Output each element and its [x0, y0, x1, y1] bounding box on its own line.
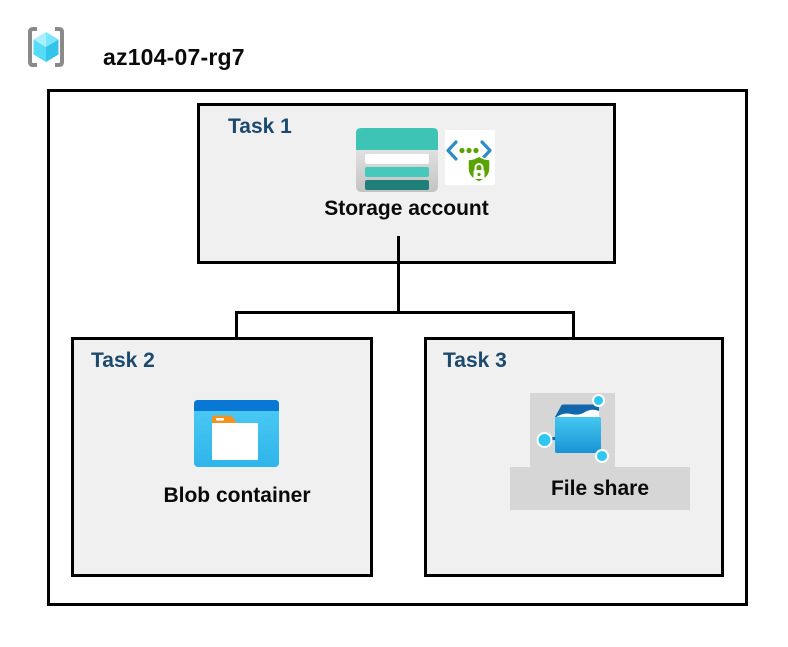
task-3-label: Task 3: [443, 349, 507, 372]
connector-trunk-from-storage: [397, 236, 400, 314]
task-2-label: Task 2: [91, 349, 155, 372]
storage-account-label: Storage account: [324, 197, 489, 220]
task-3-box: Task 3: [424, 337, 724, 577]
blob-container-label: Blob container: [163, 484, 311, 507]
blob-container-icon: [194, 400, 279, 467]
file-share-label-highlight: File share: [510, 467, 690, 510]
resource-group-icon: [28, 27, 64, 67]
task-1-label: Task 1: [228, 115, 292, 138]
file-share-icon: [536, 394, 609, 463]
file-share-label: File share: [550, 476, 650, 500]
secure-access-icon: [445, 130, 495, 185]
storage-account-icon: [356, 128, 438, 192]
connector-branch-horizontal: [235, 311, 575, 314]
resource-group-name: az104-07-rg7: [103, 44, 245, 70]
